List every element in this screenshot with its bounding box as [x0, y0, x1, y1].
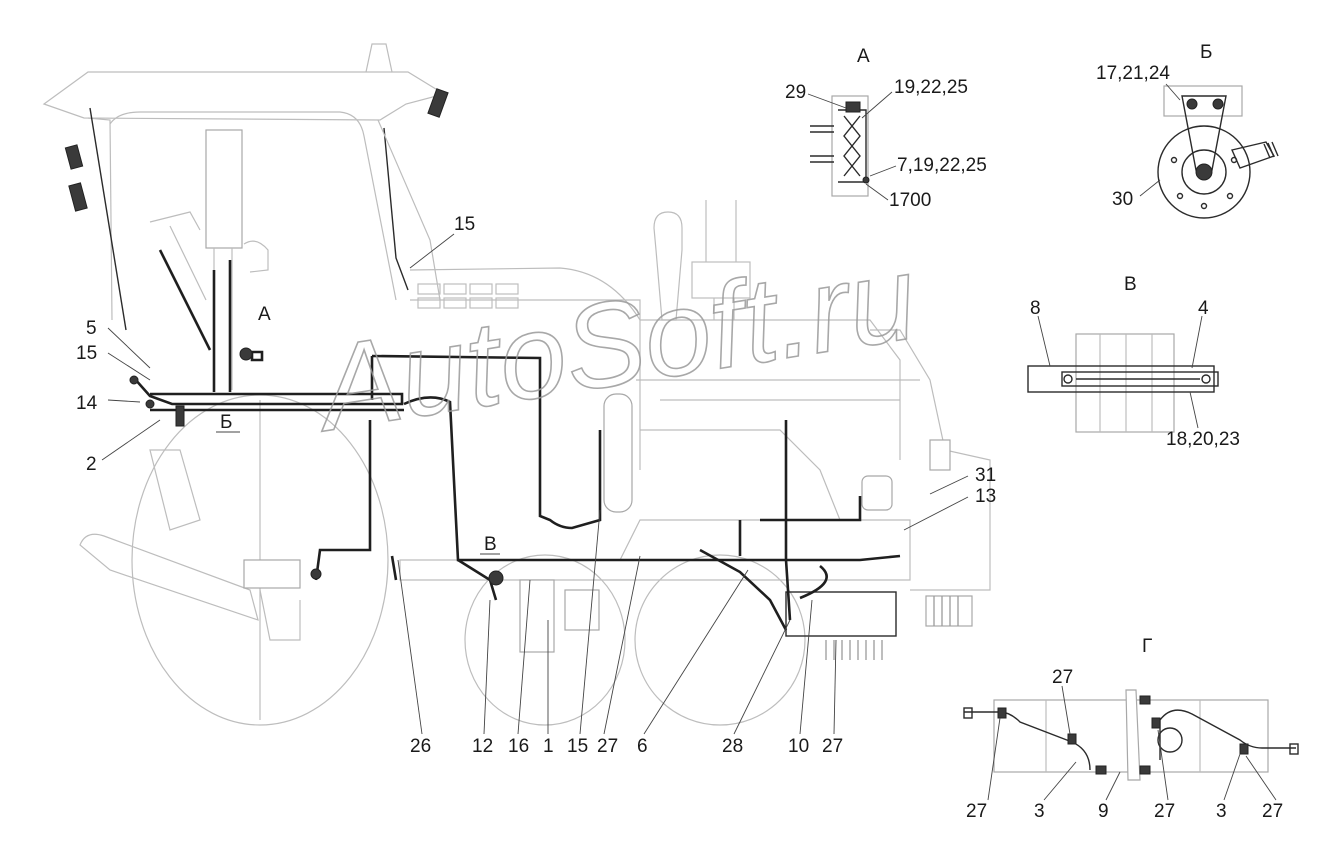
view-mark-B: Б — [220, 412, 232, 433]
callout-2: 2 — [86, 454, 97, 475]
callout-10: 10 — [788, 736, 809, 757]
callout-26: 26 — [410, 736, 431, 757]
detail-view-B: Б 17,21,24 30 — [1096, 42, 1279, 219]
tractor-outline — [42, 43, 991, 726]
detail-view-G: Г 27 27 3 9 27 3 27 — [963, 636, 1299, 822]
view-mark-A: А — [258, 304, 271, 325]
callout-15-top: 15 — [454, 214, 475, 235]
view-G-label-3-right: 3 — [1216, 801, 1227, 822]
detail-view-A: А 29 19,22,25 7,19,22,25 1700 — [785, 46, 987, 211]
battery-ribs — [825, 640, 883, 660]
callout-6: 6 — [637, 736, 648, 757]
view-G-label-9: 9 — [1098, 801, 1109, 822]
callout-28: 28 — [722, 736, 743, 757]
callout-15-left: 15 — [76, 343, 97, 364]
view-G-title: Г — [1142, 636, 1152, 657]
view-G-label-27-mid: 27 — [1154, 801, 1175, 822]
view-V-label-18-20-23: 18,20,23 — [1166, 429, 1240, 450]
view-A-label-1700: 1700 — [889, 190, 931, 211]
callout-31: 31 — [975, 465, 996, 486]
view-B-label-17-21-24: 17,21,24 — [1096, 63, 1170, 84]
callout-27-bottom-a: 27 — [597, 736, 618, 757]
view-A-label-29: 29 — [785, 82, 806, 103]
callout-16: 16 — [508, 736, 529, 757]
view-G-label-27-right: 27 — [1262, 801, 1283, 822]
callout-27-bottom-b: 27 — [822, 736, 843, 757]
callout-13: 13 — [975, 486, 996, 507]
callout-15-bottom: 15 — [567, 736, 588, 757]
detail-view-V: В 8 4 18,20,23 — [1027, 274, 1240, 450]
callout-5: 5 — [86, 318, 97, 339]
view-B-label-30: 30 — [1112, 189, 1133, 210]
view-G-label-27-top: 27 — [1052, 667, 1073, 688]
view-A-label-7-19-22-25: 7,19,22,25 — [897, 155, 987, 176]
callout-1: 1 — [543, 736, 554, 757]
view-V-title: В — [1124, 274, 1137, 295]
view-mark-V: В — [484, 534, 497, 555]
view-V-label-4: 4 — [1198, 298, 1209, 319]
callout-12: 12 — [472, 736, 493, 757]
wiring-harness — [129, 249, 901, 631]
view-A-title: А — [857, 46, 870, 67]
hood-grille — [417, 283, 519, 309]
view-B-title: Б — [1200, 42, 1212, 63]
view-G-label-27-left: 27 — [966, 801, 987, 822]
callout-14: 14 — [76, 393, 98, 414]
view-V-label-8: 8 — [1030, 298, 1041, 319]
view-G-label-3-left: 3 — [1034, 801, 1045, 822]
leader-lines — [101, 233, 969, 735]
view-A-label-19-22-25: 19,22,25 — [894, 77, 968, 98]
